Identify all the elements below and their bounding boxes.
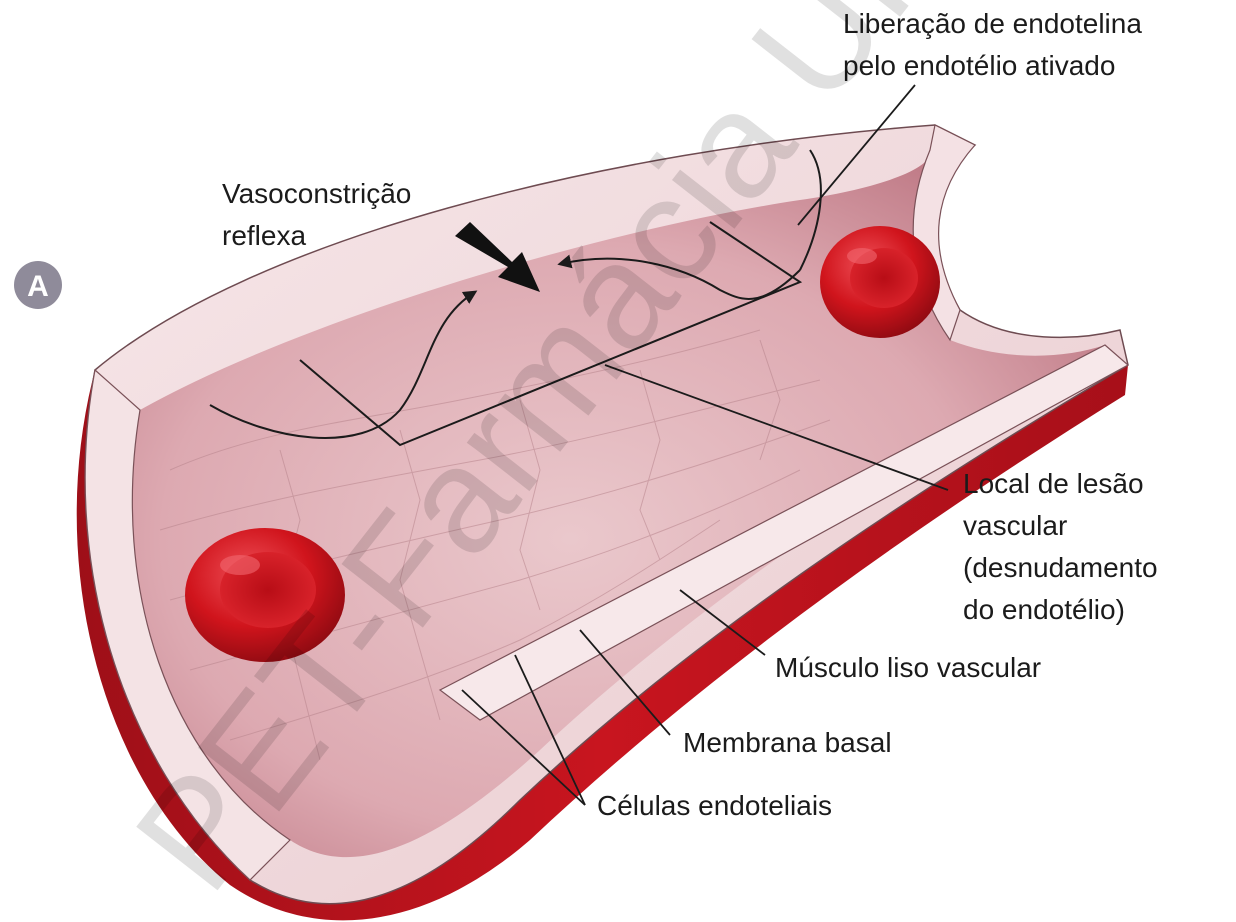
panel-badge: A: [14, 261, 62, 309]
label-lesion-line3: (desnudamento: [963, 552, 1158, 583]
red-blood-cell-right: [820, 226, 940, 338]
label-lesion-line1: Local de lesão: [963, 468, 1144, 499]
label-vasoconstriction-line2: reflexa: [222, 220, 306, 251]
label-smooth-muscle: Músculo liso vascular: [775, 652, 1041, 683]
label-lesion-line2: vascular: [963, 510, 1067, 541]
panel-letter: A: [27, 270, 49, 303]
label-lesion-line4: do endotélio): [963, 594, 1125, 625]
label-endothelial-cells: Células endoteliais: [597, 790, 832, 821]
label-vasoconstriction-line1: Vasoconstrição: [222, 178, 411, 209]
label-basal-membrane: Membrana basal: [683, 727, 892, 758]
